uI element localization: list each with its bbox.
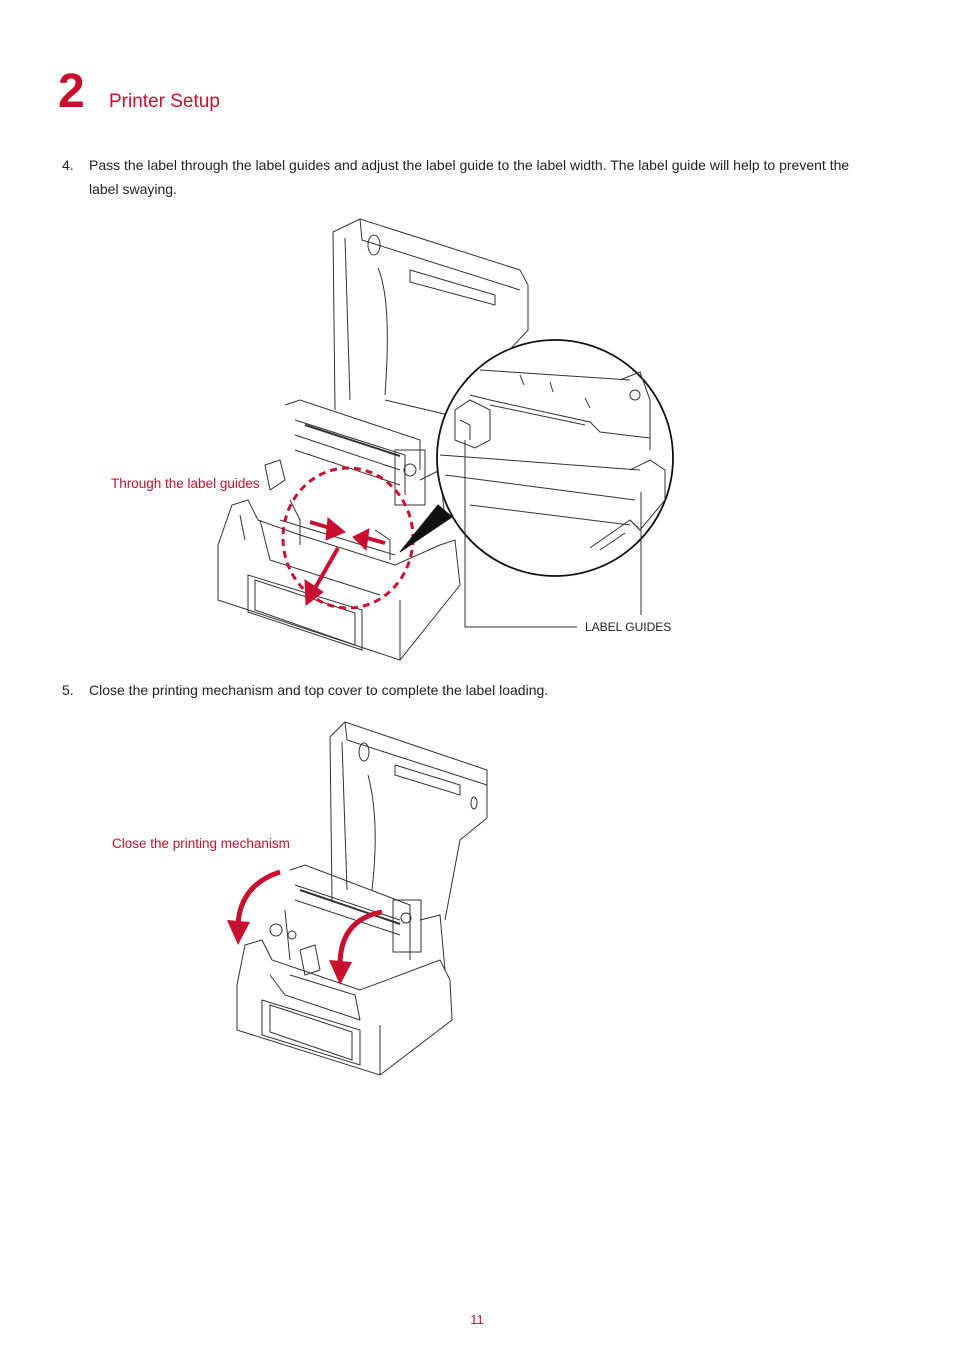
step-4: 4. Pass the label through the label guid… (62, 153, 882, 203)
step-text: Pass the label through the label guides … (89, 157, 850, 197)
chapter-number: 2 (58, 65, 85, 118)
step-5: 5. Close the printing mechanism and top … (62, 678, 882, 704)
chapter-title: Printer Setup (109, 91, 220, 112)
step-number: 4. (62, 157, 74, 173)
step-text: Close the printing mechanism and top cov… (89, 682, 549, 698)
label-guides-callout: Through the label guides (111, 476, 260, 491)
step-number: 5. (62, 682, 74, 698)
printer-label-guides-illustration (217, 218, 674, 661)
printer-close-mechanism-illustration (227, 721, 488, 1076)
page-number: 11 (470, 1312, 484, 1327)
label-guides-label: LABEL GUIDES (585, 620, 672, 634)
close-mechanism-callout: Close the printing mechanism (112, 836, 290, 851)
